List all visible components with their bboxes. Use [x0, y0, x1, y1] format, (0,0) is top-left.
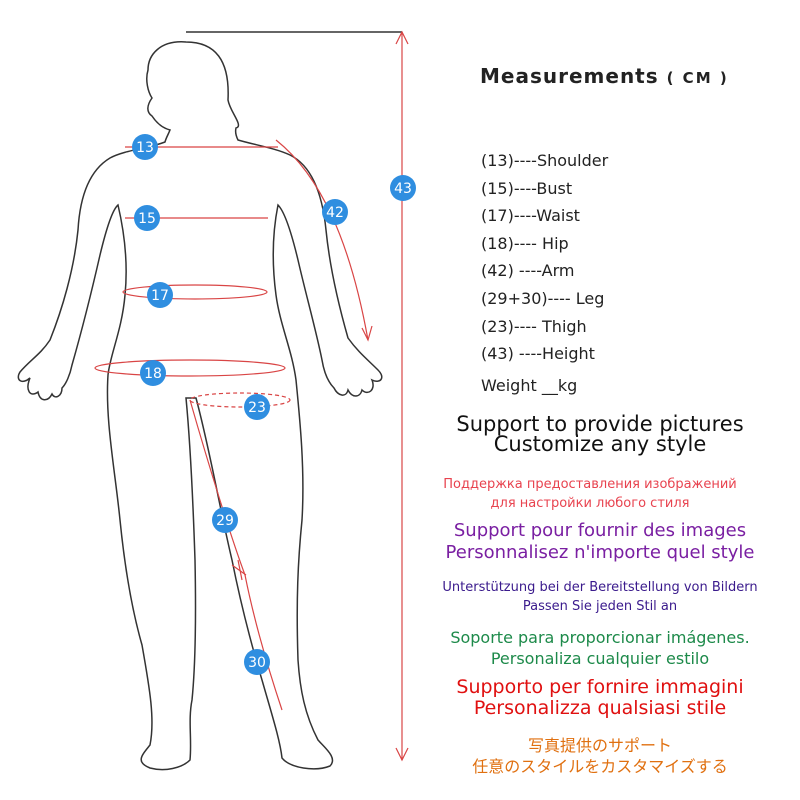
list-item: (29+30)---- Leg — [481, 288, 605, 308]
svg-text:18: 18 — [144, 366, 162, 382]
title-unit: ( CM ) — [666, 69, 729, 87]
support-text-german: Unterstützung bei der Bereitstellung von… — [400, 578, 800, 616]
marker-18: 18 — [140, 360, 166, 386]
support-line-1: Поддержка предоставления изображений — [443, 477, 737, 492]
support-line-2: Passen Sie jeden Stil an — [522, 599, 678, 614]
svg-text:43: 43 — [394, 181, 412, 197]
weight-label: Weight __kg — [481, 375, 578, 395]
list-item: (23)---- Thigh — [481, 316, 587, 336]
marker-13: 13 — [132, 134, 158, 160]
support-line-2: Personalizza qualsiasi stile — [473, 697, 727, 719]
support-text-french: Support pour fournir des images Personna… — [400, 520, 800, 564]
support-text-english: Support to provide pictures Customize an… — [400, 412, 800, 456]
measurement-list: (13)----Shoulder (15)----Bust (17)----Wa… — [481, 147, 608, 399]
support-text-japanese: 写真提供のサポート 任意のスタイルをカスタマイズする — [400, 735, 800, 777]
svg-text:29: 29 — [216, 513, 234, 529]
support-line-2: Personaliza cualquier estilo — [490, 649, 710, 668]
measurements-title: Measurements ( CM ) — [480, 64, 729, 88]
support-line-2: 任意のスタイルをカスタマイズする — [472, 757, 728, 776]
support-line-2: Customize any style — [493, 432, 707, 456]
marker-29: 29 — [212, 507, 238, 533]
svg-text:13: 13 — [136, 140, 154, 156]
support-line-1: Soporte para proporcionar imágenes. — [450, 628, 750, 647]
support-line-1: 写真提供のサポート — [527, 736, 672, 755]
svg-text:17: 17 — [151, 288, 169, 304]
support-line-2: Personnalisez n'importe quel style — [445, 542, 755, 563]
marker-30: 30 — [244, 649, 270, 675]
support-text-italian: Supporto per fornire immagini Personaliz… — [400, 677, 800, 719]
marker-23: 23 — [244, 394, 270, 420]
list-item: (42) ----Arm — [481, 261, 575, 281]
support-line-2: для настройки любого стиля — [490, 496, 690, 511]
title-text: Measurements — [480, 64, 659, 88]
marker-42: 42 — [322, 199, 348, 225]
support-text-russian: Поддержка предоставления изображений для… — [380, 475, 800, 513]
svg-text:42: 42 — [326, 205, 344, 221]
list-item: (17)----Waist — [481, 206, 580, 226]
list-item: (18)---- Hip — [481, 233, 569, 253]
list-item: (43) ----Height — [481, 344, 595, 364]
svg-text:15: 15 — [138, 211, 156, 227]
marker-17: 17 — [147, 282, 173, 308]
support-line-1: Supporto per fornire immagini — [456, 676, 744, 698]
support-text-spanish: Soporte para proporcionar imágenes. Pers… — [400, 627, 800, 669]
svg-text:30: 30 — [248, 655, 266, 671]
support-line-1: Unterstützung bei der Bereitstellung von… — [442, 580, 758, 595]
svg-text:23: 23 — [248, 400, 266, 416]
support-line-1: Support to provide pictures — [456, 412, 744, 436]
support-line-1: Support pour fournir des images — [453, 520, 747, 541]
list-item: (15)----Bust — [481, 178, 573, 198]
list-item: (13)----Shoulder — [481, 151, 609, 170]
marker-15: 15 — [134, 205, 160, 231]
body-outline — [17, 41, 383, 771]
marker-43: 43 — [390, 175, 416, 201]
